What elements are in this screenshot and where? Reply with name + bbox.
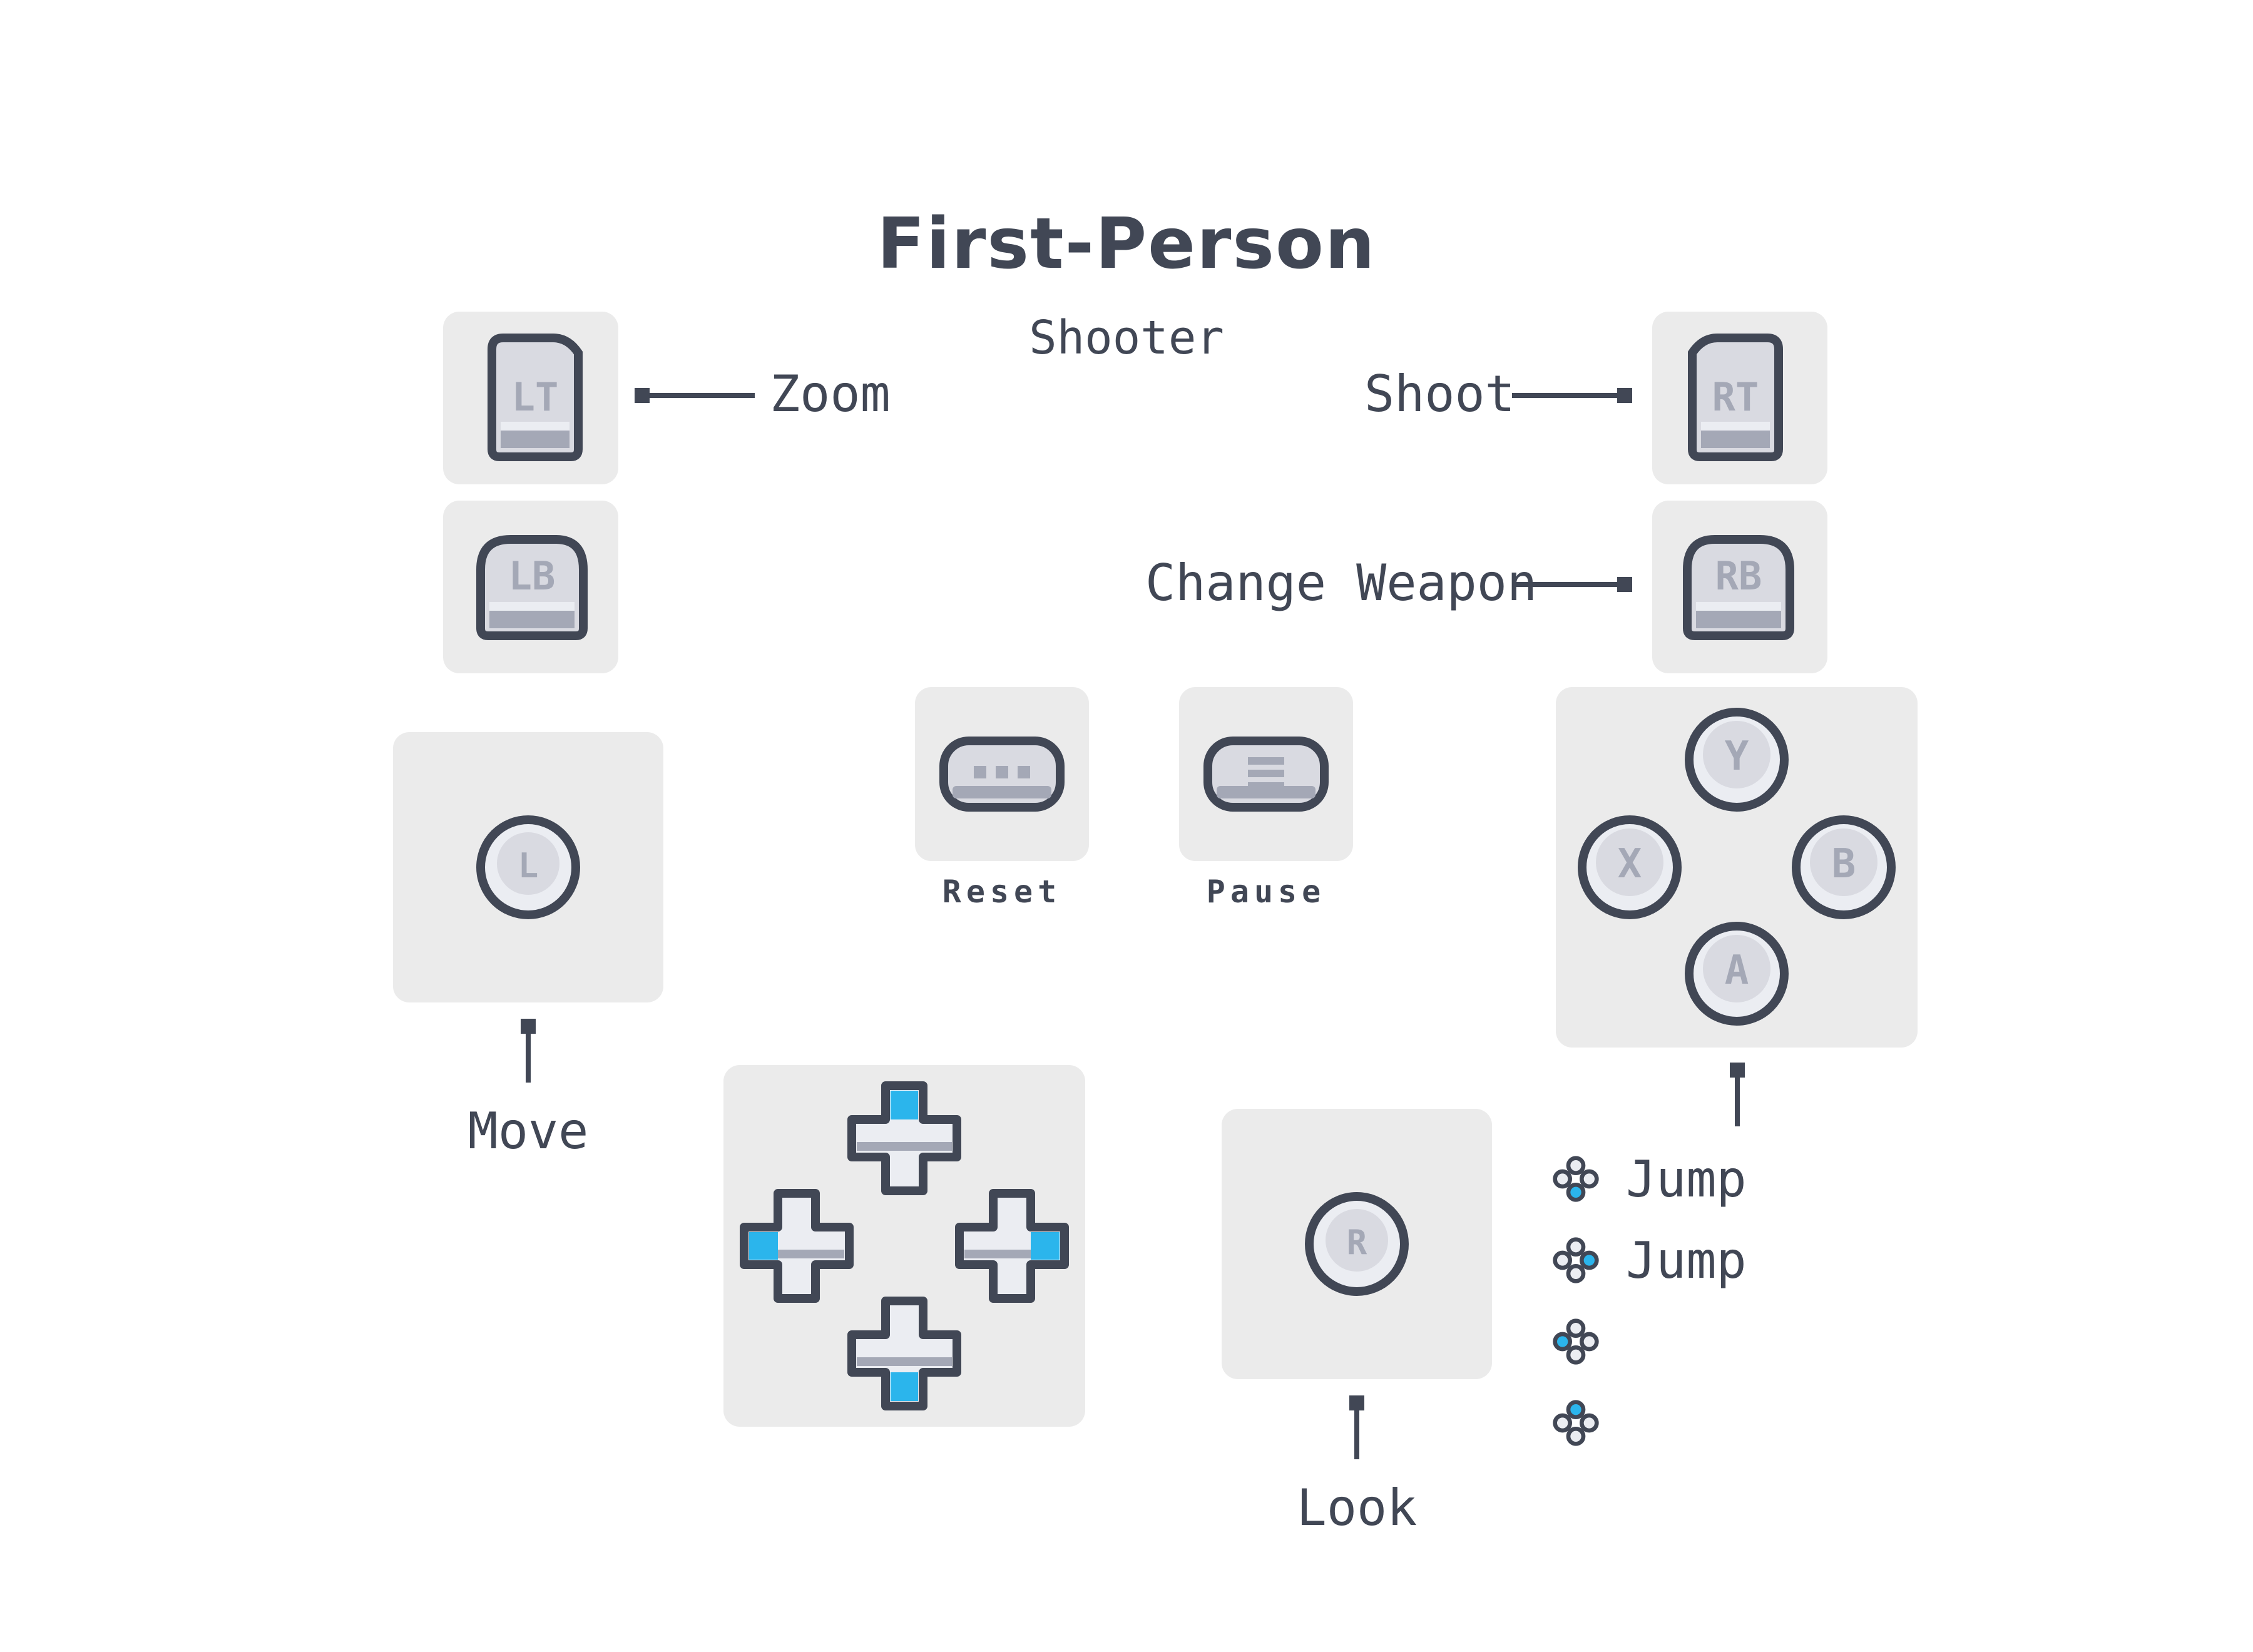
right-stick-glyph: R [1347, 1223, 1367, 1262]
rt-glyph: RT [1712, 374, 1759, 420]
dpad-tile[interactable] [723, 1065, 1085, 1427]
right-stick-tile[interactable]: R [1222, 1109, 1492, 1379]
move-label: Move [467, 1102, 589, 1160]
rt-tile[interactable]: RT [1652, 312, 1827, 484]
left-trigger-icon: LT [488, 334, 583, 461]
legend-item [1551, 1392, 1626, 1454]
left-bumper-icon: LB [476, 535, 588, 640]
reset-label: Reset [942, 874, 1062, 910]
legend-item: Jump [1551, 1148, 1747, 1210]
legend-item [1551, 1310, 1626, 1373]
zoom-label: Zoom [770, 365, 891, 423]
change-weapon-connector [1512, 577, 1632, 592]
a-button-icon[interactable]: A [1685, 922, 1789, 1026]
dpad-left-icon[interactable] [740, 1189, 854, 1303]
lt-glyph: LT [512, 374, 559, 420]
face-buttons-tile[interactable]: Y X B A [1556, 687, 1918, 1048]
left-stick-tile[interactable]: L [393, 732, 663, 1002]
x-glyph: X [1618, 841, 1642, 887]
face-buttons-y-icon [1553, 1400, 1599, 1446]
b-glyph: B [1832, 841, 1856, 887]
shoot-connector [1512, 388, 1632, 403]
dpad-icon [740, 1081, 1069, 1410]
page-subtitle: Shooter [1029, 311, 1224, 365]
page-title: First-Person [877, 203, 1376, 285]
menu-button-icon [1203, 737, 1329, 812]
legend-text: Jump [1626, 1150, 1747, 1208]
a-glyph: A [1725, 947, 1749, 994]
b-button-icon[interactable]: B [1792, 815, 1896, 919]
face-buttons-a-icon [1553, 1156, 1599, 1202]
dpad-down-icon[interactable] [847, 1297, 961, 1410]
view-button-icon [939, 737, 1065, 812]
change-weapon-label: Change Weapon [1145, 554, 1538, 612]
left-stick-icon: L [476, 815, 580, 919]
legend-item: Jump [1551, 1229, 1747, 1292]
y-glyph: Y [1725, 733, 1749, 780]
lb-tile[interactable]: LB [443, 501, 618, 673]
look-label: Look [1296, 1479, 1418, 1537]
rb-glyph: RB [1715, 553, 1762, 599]
left-stick-glyph: L [518, 846, 539, 885]
x-button-icon[interactable]: X [1578, 815, 1682, 919]
face-buttons-icon: Y X B A [1578, 708, 1896, 1026]
face-buttons-x-icon [1553, 1318, 1599, 1365]
dpad-right-icon[interactable] [955, 1189, 1069, 1303]
right-bumper-icon: RB [1683, 535, 1794, 640]
dpad-up-icon[interactable] [847, 1081, 961, 1195]
right-trigger-icon: RT [1688, 334, 1783, 461]
view-tile[interactable] [915, 687, 1089, 861]
rb-tile[interactable]: RB [1652, 501, 1827, 673]
zoom-connector [635, 388, 755, 403]
legend-text: Jump [1626, 1231, 1747, 1290]
look-connector [1349, 1395, 1364, 1459]
menu-tile[interactable] [1179, 687, 1353, 861]
pause-label: Pause [1206, 874, 1326, 910]
y-button-icon[interactable]: Y [1685, 708, 1789, 812]
move-connector [521, 1019, 536, 1083]
face-buttons-connector [1730, 1063, 1745, 1126]
lt-tile[interactable]: LT [443, 312, 618, 484]
lb-glyph: LB [509, 553, 556, 599]
right-stick-icon: R [1305, 1192, 1409, 1296]
face-buttons-b-icon [1553, 1237, 1599, 1283]
shoot-label: Shoot [1364, 365, 1515, 423]
